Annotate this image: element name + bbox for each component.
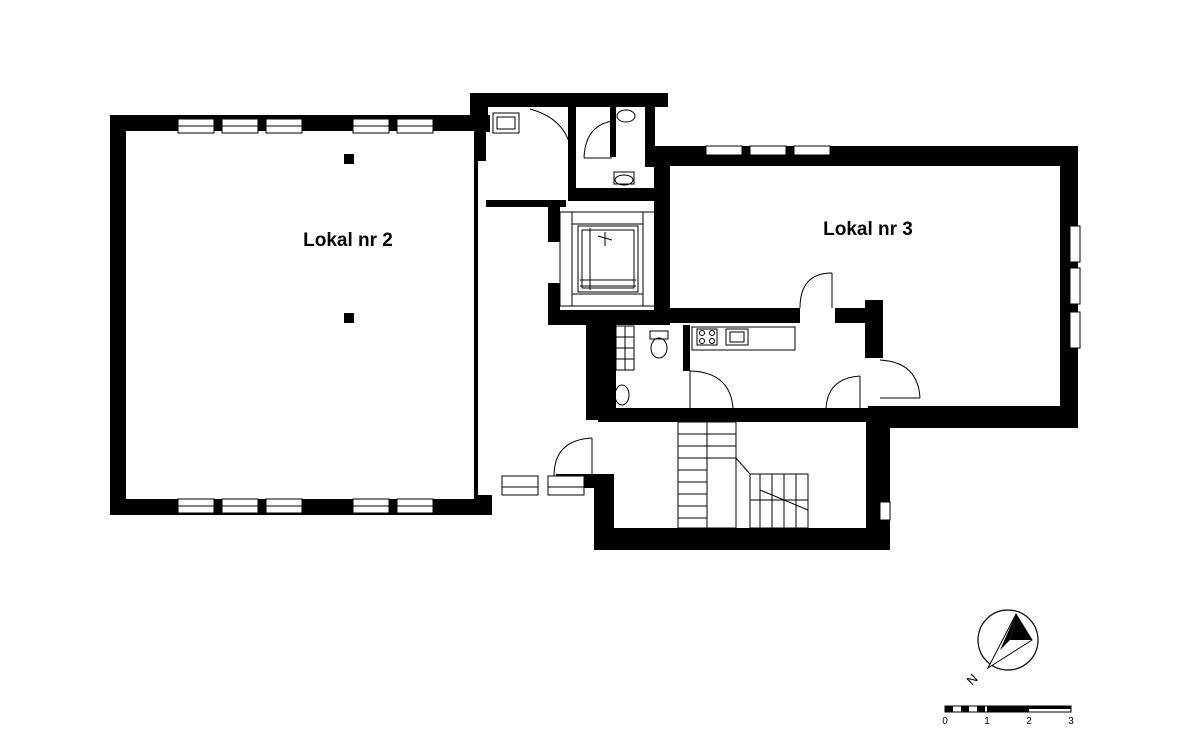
bathroom-top [470, 93, 668, 207]
north-letter: N [964, 671, 981, 688]
staircase [501, 408, 891, 550]
scale-label-2: 2 [1026, 716, 1032, 727]
north-arrow: N [964, 609, 1039, 688]
scale-label-3: 3 [1068, 716, 1074, 727]
lokal-3-doors [799, 272, 921, 399]
lokal-2-columns [344, 154, 354, 323]
kitchen-wc-area [586, 325, 868, 422]
lokal-3-label: Lokal nr 3 [823, 219, 913, 240]
lokal-2-label: Lokal nr 2 [303, 230, 393, 251]
scale-label-1: 1 [984, 716, 990, 727]
lokal-2-windows [177, 118, 434, 514]
scale-label-0: 0 [942, 716, 948, 727]
lokal-3-windows [705, 145, 1081, 349]
scale-bar: 0 1 2 3 [942, 705, 1074, 727]
lift-shaft [548, 201, 670, 325]
lokal-2-walls [110, 115, 492, 515]
lokal-3-walls [654, 146, 1078, 428]
